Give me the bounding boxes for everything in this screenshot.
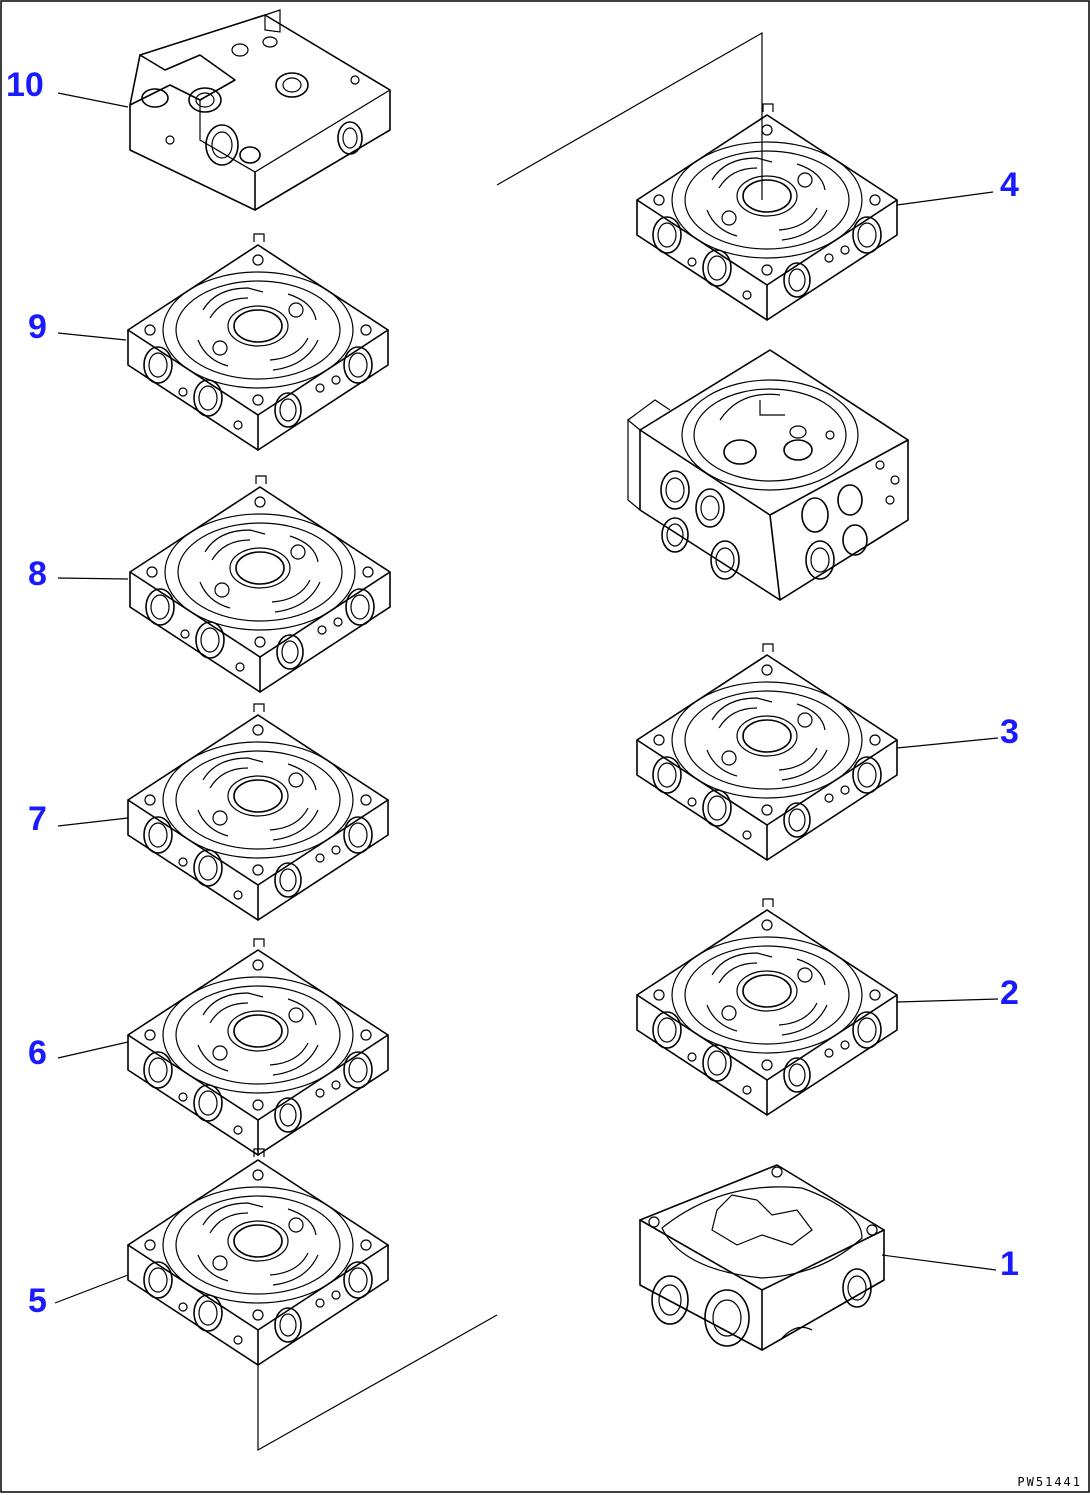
part-9-valve-section <box>127 233 389 451</box>
valve-main-body <box>627 349 909 601</box>
assembly-line-bottom <box>257 1314 498 1452</box>
callout-8: 8 <box>28 555 47 593</box>
callout-10: 10 <box>6 66 44 104</box>
callout-3: 3 <box>1000 713 1019 751</box>
callout-7: 7 <box>28 800 47 838</box>
part-8-valve-section <box>129 475 391 693</box>
leader-8 <box>57 577 129 580</box>
part-5-valve-section <box>127 1148 389 1366</box>
leader-7 <box>57 817 129 827</box>
callout-1: 1 <box>1000 1245 1019 1283</box>
drawing-code: PW51441 <box>1017 1475 1082 1489</box>
assembly-line-top <box>496 31 763 200</box>
leader-3 <box>896 737 999 749</box>
part-7-valve-section <box>127 703 389 921</box>
callout-5: 5 <box>28 1282 47 1320</box>
part-4-valve-section <box>636 103 898 321</box>
leader-1 <box>881 1254 997 1271</box>
callout-6: 6 <box>28 1034 47 1072</box>
leader-2 <box>896 998 999 1003</box>
part-6-valve-section <box>127 938 389 1156</box>
leader-4 <box>896 191 994 206</box>
part-10-end-cover <box>129 9 391 211</box>
part-2-valve-section <box>636 898 898 1116</box>
callout-9: 9 <box>28 308 47 346</box>
leader-9 <box>57 332 127 341</box>
leader-5 <box>54 1274 129 1304</box>
callout-2: 2 <box>1000 974 1019 1012</box>
callout-4: 4 <box>1000 166 1019 204</box>
leader-10 <box>57 92 129 108</box>
leader-6 <box>57 1041 129 1059</box>
part-3-valve-section <box>636 643 898 861</box>
part-1-end-cover <box>639 1164 885 1351</box>
